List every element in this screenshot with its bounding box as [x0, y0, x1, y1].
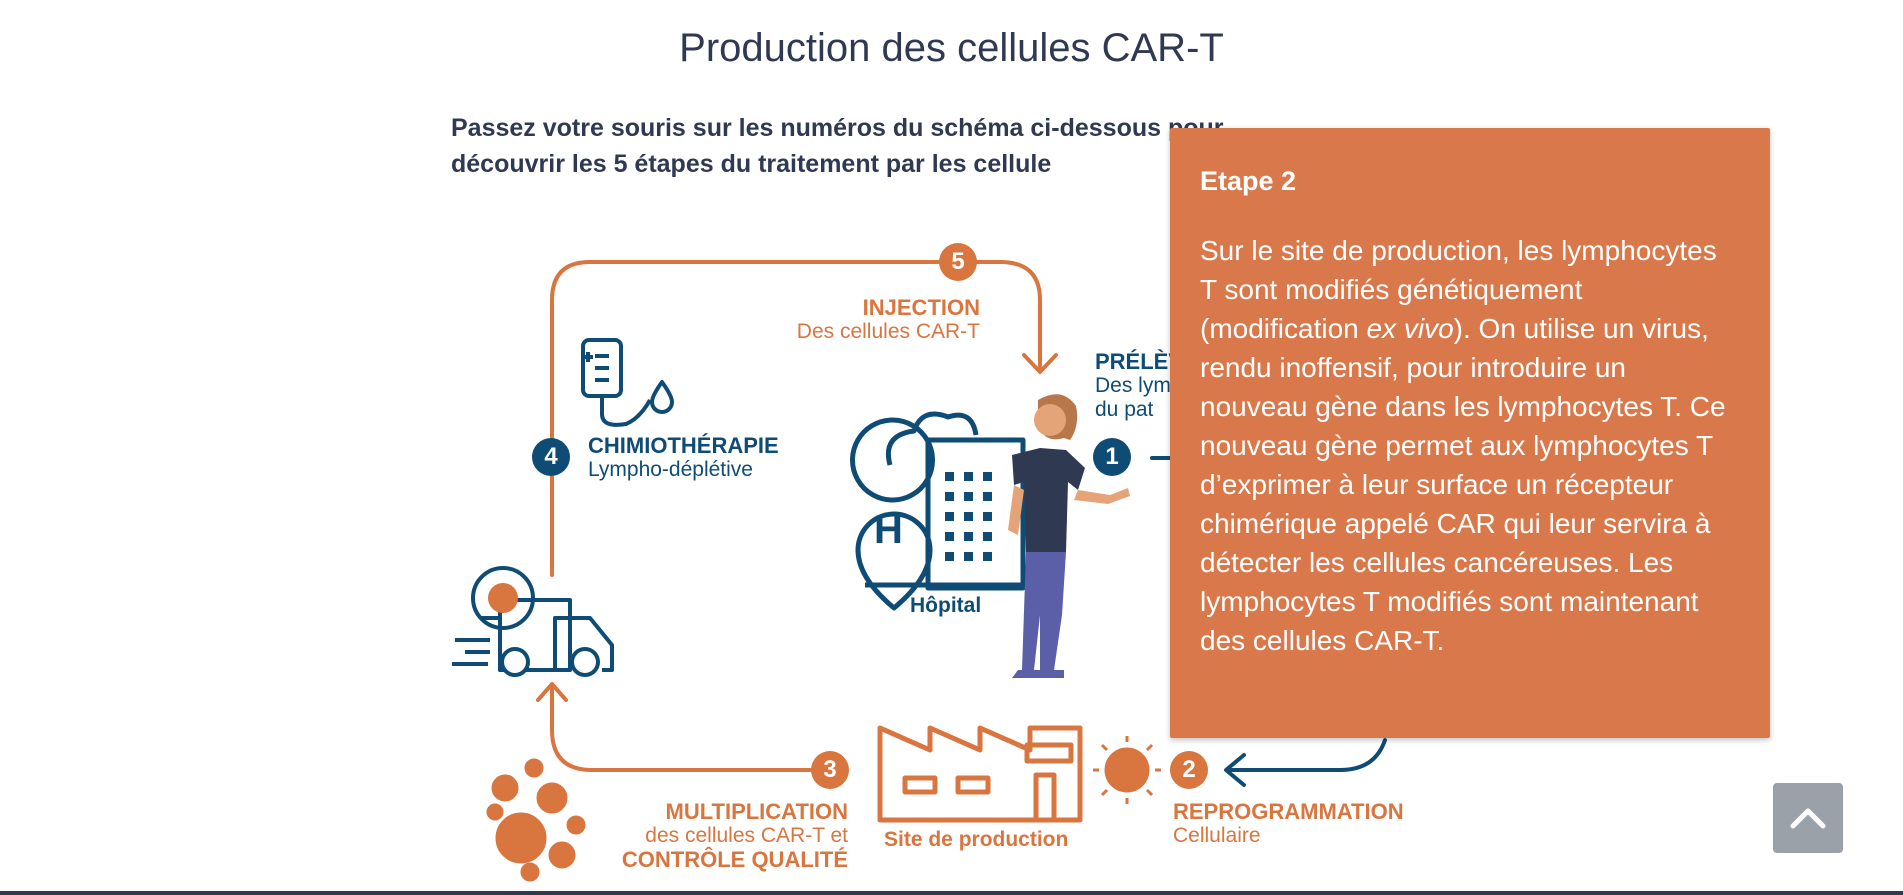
- cycle-arrow-bottom: [550, 683, 814, 772]
- step-5-subtitle: Des cellules CAR-T: [796, 320, 980, 343]
- factory-label: Site de production: [884, 828, 1069, 851]
- cycle-arrow-bottom-head: [536, 682, 568, 702]
- hospital-label: Hôpital: [910, 594, 982, 617]
- person-illustration: [1008, 394, 1130, 678]
- step-4-subtitle: Lympho-déplétive: [588, 458, 753, 481]
- chevron-up-icon: [1790, 808, 1826, 829]
- iv-bag-icon: [581, 338, 674, 427]
- step-4-title: CHIMIOTHÉRAPIE: [588, 433, 779, 458]
- step-4-label: CHIMIOTHÉRAPIE Lympho-déplétive: [588, 434, 779, 482]
- intro-line-1: Passez votre souris sur les numéros du s…: [451, 114, 1224, 142]
- step-3-label: MULTIPLICATION des cellules CAR-T et CON…: [560, 800, 848, 872]
- virus-icon: [486, 736, 1161, 882]
- tooltip-body-part2: ). On utilise un virus, rendu inoffensif…: [1200, 313, 1726, 656]
- tooltip-title: Etape 2: [1200, 166, 1297, 196]
- hospital-letter: H: [874, 508, 903, 552]
- step-1-subtitle-1: Des lym: [1095, 374, 1171, 397]
- step-3-title: MULTIPLICATION: [665, 799, 849, 824]
- scroll-to-top-button[interactable]: [1773, 783, 1843, 853]
- step-5-label: INJECTION Des cellules CAR-T: [750, 296, 980, 344]
- truck-icon: [452, 566, 614, 677]
- factory-icon: [877, 725, 1083, 823]
- step-2-marker[interactable]: 2: [1170, 751, 1208, 789]
- step-2-title: REPROGRAMMATION: [1173, 799, 1404, 824]
- navy-arrow-to-step-2: [1226, 738, 1387, 772]
- step-1-title: PRÉLÈV: [1095, 349, 1184, 374]
- step-1-label: PRÉLÈV Des lym du pat: [1095, 350, 1183, 422]
- intro-text: Passez votre souris sur les numéros du s…: [451, 110, 1371, 182]
- intro-line-2: découvrir les 5 étapes du traitement par…: [451, 150, 1052, 178]
- tooltip-body-part1: Sur le site de production, les lymphocyt…: [1200, 235, 1717, 344]
- cycle-arrow-top: [550, 260, 1042, 577]
- step-1-marker[interactable]: 1: [1093, 438, 1131, 476]
- step-4-marker[interactable]: 4: [532, 438, 570, 476]
- step-3-subtitle: des cellules CAR-T et: [645, 824, 848, 847]
- bottom-border: [0, 891, 1903, 895]
- step-5-title: INJECTION: [862, 295, 980, 320]
- step-3-subtitle-2: CONTRÔLE QUALITÉ: [621, 847, 848, 872]
- step-5-marker[interactable]: 5: [939, 243, 977, 281]
- virus-icon: [488, 583, 518, 613]
- step-1-subtitle-2: du pat: [1095, 398, 1154, 421]
- step-3-marker[interactable]: 3: [811, 751, 849, 789]
- step-2-label: REPROGRAMMATION Cellulaire: [1173, 800, 1404, 848]
- tooltip-body-italic: ex vivo: [1366, 313, 1454, 344]
- hospital-icon: [850, 411, 1026, 611]
- cycle-arrow-top-head: [1022, 353, 1058, 374]
- step-2-tooltip: Etape 2 Sur le site de production, les l…: [1170, 128, 1770, 738]
- page-title: Production des cellules CAR-T: [679, 26, 1224, 70]
- tooltip-body: Sur le site de production, les lymphocyt…: [1200, 231, 1740, 660]
- step-2-subtitle: Cellulaire: [1173, 824, 1261, 847]
